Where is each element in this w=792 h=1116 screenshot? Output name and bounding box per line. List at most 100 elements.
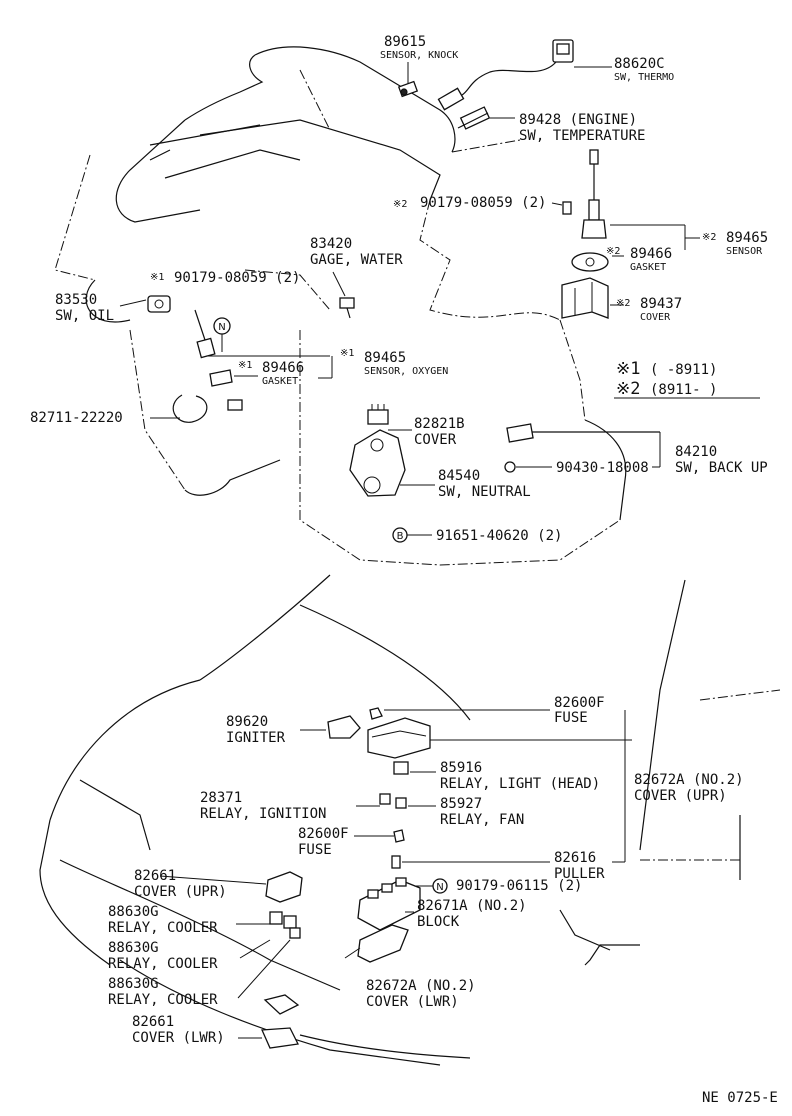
svg-text:89466: 89466	[262, 360, 304, 376]
label-oil: 83530 SW, OIL	[55, 292, 114, 324]
label-relayhead: 85916 RELAY, LIGHT (HEAD)	[440, 760, 600, 792]
b-symbol-icon: B	[392, 527, 408, 543]
fuse-box-cover-glyph	[367, 717, 625, 759]
svg-text:N: N	[436, 882, 443, 893]
svg-text:COVER (LWR): COVER (LWR)	[132, 1030, 225, 1046]
svg-text:GASKET: GASKET	[262, 376, 298, 387]
svg-text:82672A (NO.2): 82672A (NO.2)	[634, 772, 744, 788]
label-coverupr: 82661 COVER (UPR)	[134, 868, 227, 900]
svg-text:89465: 89465	[726, 230, 768, 246]
label-plug: 90430-18008	[556, 460, 649, 476]
label-neutral: 84540 SW, NEUTRAL	[438, 468, 531, 500]
svg-text:89428 (ENGINE): 89428 (ENGINE)	[519, 112, 637, 128]
body-outline	[39, 574, 781, 1066]
svg-text:COVER (LWR): COVER (LWR)	[366, 994, 459, 1010]
label-gage: 83420 GAGE, WATER	[310, 236, 403, 268]
clamp-band-glyph	[150, 394, 243, 423]
label-sensor2: ※2 89465 SENSOR	[702, 230, 768, 257]
svg-text:COVER (UPR): COVER (UPR)	[134, 884, 227, 900]
svg-text:85927: 85927	[440, 796, 482, 812]
svg-text:82672A (NO.2): 82672A (NO.2)	[366, 978, 476, 994]
svg-text:89466: 89466	[630, 246, 672, 262]
water-gage-glyph	[332, 271, 355, 319]
svg-text:82600F: 82600F	[298, 826, 349, 842]
svg-text:COVER: COVER	[640, 312, 671, 323]
svg-text:BLOCK: BLOCK	[417, 914, 460, 930]
relay-fan-glyph	[356, 793, 436, 809]
svg-text:84210: 84210	[675, 444, 717, 460]
svg-text:89465: 89465	[364, 350, 406, 366]
gasket-2-glyph	[571, 252, 624, 272]
label-cover2: ※2 89437 COVER	[616, 296, 682, 323]
svg-text:SW, TEMPERATURE: SW, TEMPERATURE	[519, 128, 645, 144]
svg-text:PULLER: PULLER	[554, 866, 605, 882]
oxygen-sensor-2-glyph	[562, 149, 700, 250]
label-coverlwr2: 82672A (NO.2) COVER (LWR)	[366, 978, 476, 1010]
svg-text:82711-22220: 82711-22220	[30, 410, 123, 426]
svg-text:28371: 28371	[200, 790, 242, 806]
svg-text:89437: 89437	[640, 296, 682, 312]
svg-text:RELAY, COOLER: RELAY, COOLER	[108, 920, 218, 936]
cover-lwr-2-glyph	[344, 924, 409, 963]
relay-block-glyph	[357, 877, 434, 931]
svg-text:※1: ※1	[150, 272, 164, 283]
svg-text:83530: 83530	[55, 292, 97, 308]
label-knock: 89615 SENSOR, KNOCK	[380, 34, 458, 61]
svg-text:RELAY, LIGHT (HEAD): RELAY, LIGHT (HEAD)	[440, 776, 600, 792]
thermo-switch-glyph	[437, 39, 612, 111]
svg-text:N: N	[218, 322, 225, 333]
svg-text:RELAY, COOLER: RELAY, COOLER	[108, 956, 218, 972]
svg-text:FUSE: FUSE	[554, 710, 588, 726]
svg-text:85916: 85916	[440, 760, 482, 776]
svg-text:SW, THERMO: SW, THERMO	[614, 72, 674, 83]
svg-text:RELAY, COOLER: RELAY, COOLER	[108, 992, 218, 1008]
svg-text:88630G: 88630G	[108, 904, 159, 920]
svg-text:90179-08059 (2): 90179-08059 (2)	[420, 195, 546, 211]
svg-text:82821B: 82821B	[414, 416, 465, 432]
label-coverlwr: 82661 COVER (LWR)	[132, 1014, 225, 1046]
oil-switch-glyph	[119, 295, 171, 313]
figure-code: NE 0725-E	[702, 1090, 778, 1106]
svg-text:IGNITER: IGNITER	[226, 730, 286, 746]
svg-text:FUSE: FUSE	[298, 842, 332, 858]
svg-text:B: B	[397, 531, 404, 542]
label-block: 82671A (NO.2) BLOCK	[417, 898, 527, 930]
svg-text:RELAY, FAN: RELAY, FAN	[440, 812, 524, 828]
label-bolt1: ※1 90179-08059 (2)	[150, 270, 300, 286]
label-cooler1: 88630G RELAY, COOLER	[108, 904, 218, 936]
igniter-glyph	[300, 715, 361, 739]
knock-sensor-glyph	[397, 62, 419, 98]
cover-lwr-glyph	[238, 994, 300, 1049]
svg-text:89615: 89615	[384, 34, 426, 50]
svg-text:SW, OIL: SW, OIL	[55, 308, 114, 324]
svg-text:※2: ※2	[393, 199, 407, 210]
label-coverupr2: 82672A (NO.2) COVER (UPR)	[634, 772, 744, 804]
label-ignition: 28371 RELAY, IGNITION	[200, 790, 326, 822]
temperature-switch-glyph	[457, 106, 515, 130]
svg-text:88630G: 88630G	[108, 976, 159, 992]
label-nut: 90179-06115 (2)	[456, 878, 582, 894]
label-fuse2: 82600F FUSE	[298, 826, 349, 858]
svg-text:※1: ※1	[340, 348, 354, 359]
legend-mark-2: ※2	[616, 379, 640, 399]
svg-text:88620C: 88620C	[614, 56, 665, 72]
svg-text:COVER: COVER	[414, 432, 457, 448]
svg-text:90179-06115 (2): 90179-06115 (2)	[456, 878, 582, 894]
svg-text:83420: 83420	[310, 236, 352, 252]
label-gasket2: ※2 89466 GASKET	[606, 246, 672, 273]
legend-range-1: ( -8911)	[650, 362, 717, 378]
svg-text:※2: ※2	[616, 298, 630, 309]
label-gasket1: ※1 89466 GASKET	[234, 356, 333, 387]
svg-text:82661: 82661	[132, 1014, 174, 1030]
legend-mark-1: ※1	[616, 359, 640, 379]
label-igniter: 89620 IGNITER	[226, 714, 286, 746]
engine-outline	[54, 46, 627, 566]
svg-text:SENSOR: SENSOR	[726, 246, 763, 257]
label-relayfan: 85927 RELAY, FAN	[440, 796, 524, 828]
svg-text:※2: ※2	[606, 246, 620, 257]
backup-switch-glyph	[504, 423, 661, 473]
svg-text:SENSOR, OXYGEN: SENSOR, OXYGEN	[364, 366, 448, 377]
label-thermo: 88620C SW, THERMO	[614, 56, 674, 83]
legend: ※1 ( -8911) ※2 (8911- )	[614, 359, 760, 399]
